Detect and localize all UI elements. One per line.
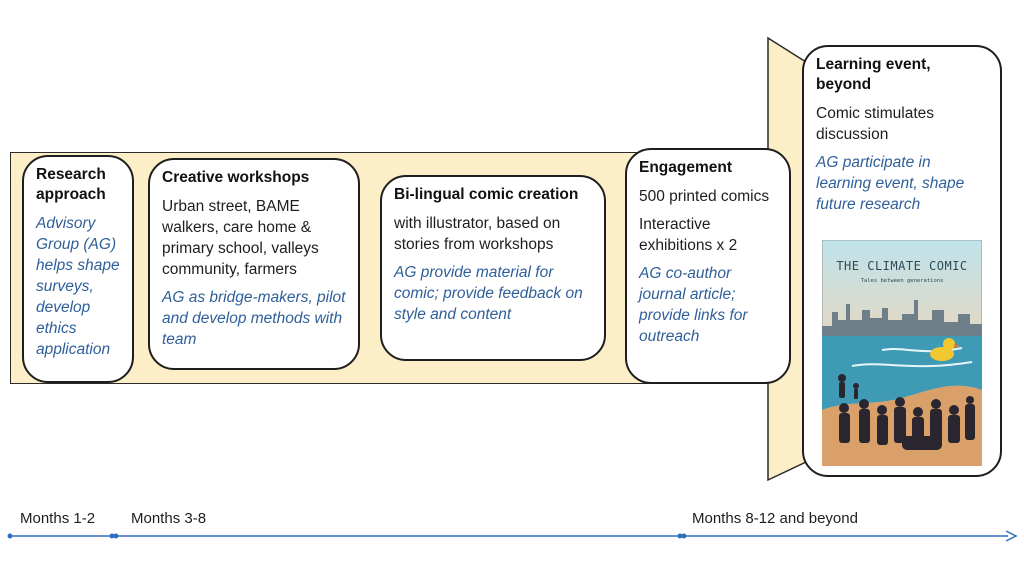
stage-creative-workshops: Creative workshops Urban street, BAME wa… bbox=[148, 158, 360, 370]
stage-ag-role: AG participate in learning event, shape … bbox=[816, 154, 965, 213]
stage-engagement: Engagement 500 printed comics Interactiv… bbox=[625, 148, 791, 384]
stage-ag-role: AG co-author journal article; provide li… bbox=[639, 265, 748, 345]
stage-body: Comic stimulates discussion bbox=[816, 105, 934, 143]
stage-ag-role: AG as bridge-makers, pilot and develop m… bbox=[162, 289, 346, 348]
stage-body: Interactive exhibitions x 2 bbox=[639, 216, 738, 254]
comic-cover-title: THE CLIMATE COMIC bbox=[836, 259, 967, 273]
stage-body: 500 printed comics bbox=[639, 188, 770, 205]
stage-ag-role: AG provide material for comic; provide f… bbox=[394, 264, 583, 323]
stage-title: Bi-lingual comic creation bbox=[394, 186, 579, 203]
stage-title: Creative workshops bbox=[162, 169, 310, 186]
stage-title: Research approach bbox=[36, 166, 106, 203]
stage-body: with illustrator, based on stories from … bbox=[394, 215, 561, 253]
stage-ag-role: Advisory Group (AG) helps shape surveys,… bbox=[36, 215, 120, 358]
stage-title: Learning event, beyond bbox=[816, 56, 931, 93]
comic-cover-subtitle: Tales between generations bbox=[861, 278, 944, 284]
stage-body: Urban street, BAME walkers, care home & … bbox=[162, 198, 319, 278]
timeline-label-months-8-12: Months 8-12 and beyond bbox=[692, 510, 858, 527]
stage-comic-creation: Bi-lingual comic creation with illustrat… bbox=[380, 175, 606, 361]
timeline-label-months-3-8: Months 3-8 bbox=[131, 510, 207, 527]
stage-title: Engagement bbox=[639, 159, 733, 176]
timeline-label-months-1-2: Months 1-2 bbox=[20, 510, 96, 527]
stage-research-approach: Research approach Advisory Group (AG) he… bbox=[22, 155, 134, 383]
comic-cover-image: THE CLIMATE COMIC Tales between generati… bbox=[822, 240, 982, 466]
